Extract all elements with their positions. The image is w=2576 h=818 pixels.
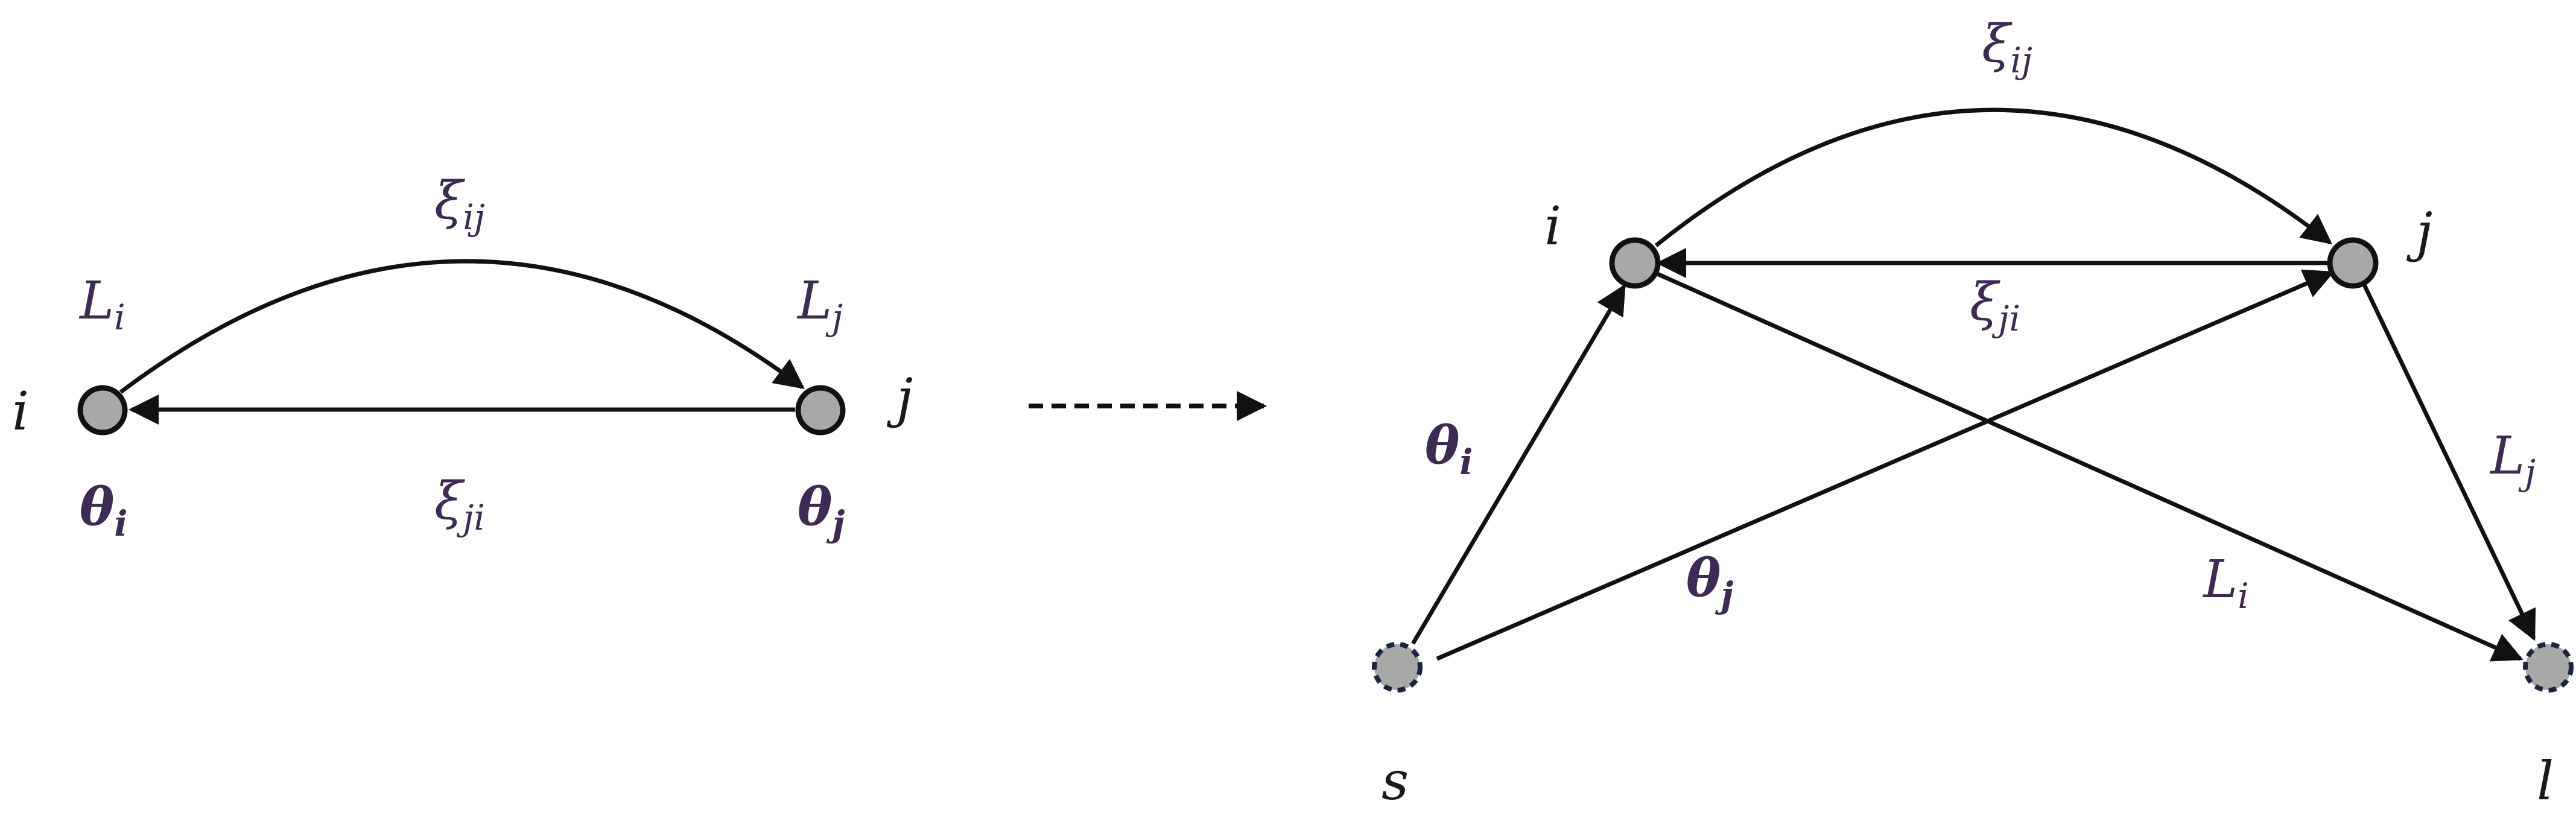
left-node-i-label: i (12, 380, 29, 442)
right-node-l-label: l (2537, 750, 2554, 812)
left-node-i (77, 385, 128, 436)
right-node-j (2327, 237, 2379, 289)
left-graph: i j Li Lj θi θj ξij ξji (12, 171, 913, 544)
right-node-s-label: s (1382, 750, 1409, 812)
left-label-theta-i: θi (80, 477, 127, 544)
right-node-i-label: i (1544, 195, 1561, 257)
left-node-j-label: j (886, 367, 913, 429)
right-graph: i j s l ξij ξji θi θj Li Lj (1372, 14, 2574, 812)
right-label-theta-j: θj (1686, 548, 1733, 615)
right-node-i (1609, 237, 1661, 289)
right-edge-i-to-j (1654, 107, 2332, 247)
right-label-xi-ij: ξij (1982, 14, 2032, 81)
right-edge-s-to-i (1410, 284, 1626, 645)
right-label-L-j: Lj (2489, 426, 2536, 493)
right-label-L-i: Li (2202, 550, 2249, 617)
right-edge-j-to-l (2361, 282, 2536, 641)
left-label-L-j: Lj (796, 271, 843, 338)
left-label-xi-ij: ξij (434, 171, 485, 238)
left-label-theta-j: θj (798, 477, 845, 544)
right-node-l (2523, 642, 2574, 693)
right-edge-s-to-j (1436, 269, 2335, 661)
left-edge-i-to-j (119, 259, 805, 394)
left-label-L-i: Li (78, 271, 125, 338)
right-label-xi-ji: ξji (1970, 272, 2020, 339)
left-node-j (795, 385, 846, 436)
left-label-xi-ji: ξji (434, 471, 485, 538)
right-label-theta-i: θi (1425, 415, 1473, 483)
right-node-j-label: j (2406, 201, 2432, 263)
right-edge-i-to-l (1655, 271, 2524, 662)
right-node-s (1372, 642, 1423, 693)
